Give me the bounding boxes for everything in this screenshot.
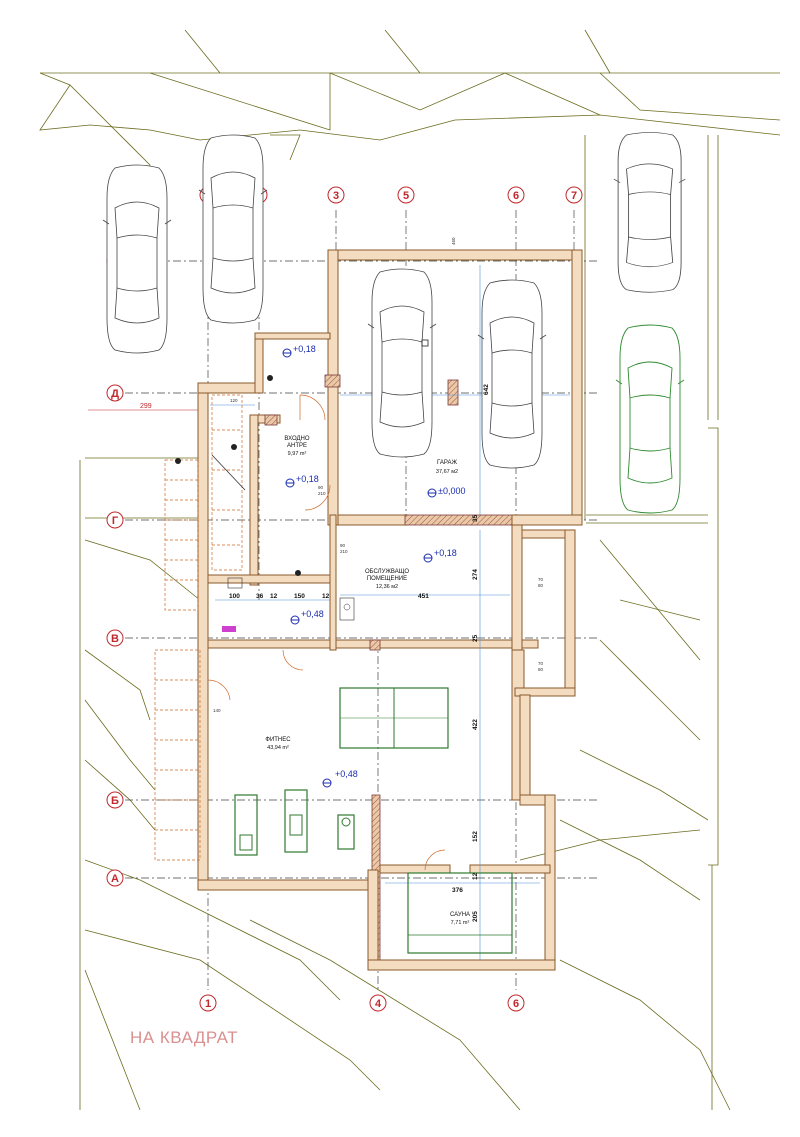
svg-text:7: 7 [571, 190, 577, 202]
axis-label-6-bottom: 6 [507, 994, 525, 1012]
svg-text:210: 210 [318, 491, 326, 496]
svg-text:3: 3 [333, 190, 339, 202]
svg-text:422: 422 [472, 719, 479, 730]
svg-text:152: 152 [472, 831, 479, 842]
axis-label-4-bottom: 4 [369, 994, 387, 1012]
room-label-fitness: ФИТНЕС 43,94 m² [265, 737, 291, 751]
svg-text:25: 25 [472, 634, 479, 642]
svg-text:274: 274 [472, 569, 479, 580]
svg-text:140: 140 [213, 708, 221, 713]
svg-text:376: 376 [452, 887, 463, 894]
axis-label-row-v: В [106, 629, 124, 647]
level-marker-fitness: +0,48 [322, 769, 358, 788]
car-green [615, 324, 685, 514]
axis-label-5-top: 5 [397, 186, 415, 204]
axis-label-row-g: Г [106, 511, 124, 529]
svg-text:5: 5 [403, 190, 409, 202]
svg-text:43,94 m²: 43,94 m² [267, 745, 289, 751]
svg-text:299: 299 [140, 403, 152, 410]
dimension-labels: 299 642 274 451 422 152 376 205 25 12 35… [140, 384, 490, 922]
small-dimension-labels: 90 210 90 210 70 80 70 80 140 460 120 [213, 237, 544, 713]
svg-text:ОБСЛУЖВАЩО: ОБСЛУЖВАЩО [365, 569, 409, 575]
svg-text:7,71 m²: 7,71 m² [451, 920, 470, 926]
svg-text:1: 1 [205, 998, 211, 1010]
car-outside-middle [198, 134, 268, 324]
svg-text:ПОМЕЩЕНИЕ: ПОМЕЩЕНИЕ [367, 576, 407, 582]
building-walls [197, 249, 583, 971]
svg-text:+0,18: +0,18 [293, 344, 316, 354]
level-marker-entry: +0,18 [285, 474, 319, 488]
car-garage-left [367, 268, 437, 458]
svg-text:90: 90 [340, 543, 346, 548]
svg-text:80: 80 [538, 667, 544, 672]
level-marker-entry-top: +0,18 [282, 344, 316, 358]
svg-text:4: 4 [375, 998, 382, 1010]
svg-text:12: 12 [270, 593, 278, 600]
svg-text:210: 210 [340, 549, 348, 554]
svg-text:Д: Д [111, 388, 119, 400]
svg-text:ГАРАЖ: ГАРАЖ [437, 460, 457, 466]
svg-text:±0,000: ±0,000 [438, 486, 465, 496]
svg-text:9,97 m²: 9,97 m² [288, 451, 307, 457]
axis-labels-bottom: 1 4 6 [199, 994, 525, 1012]
svg-text:+0,48: +0,48 [301, 609, 324, 619]
axis-label-3-top: 3 [327, 186, 345, 204]
level-marker-hall: +0,48 [290, 609, 324, 625]
svg-text:12: 12 [472, 872, 479, 880]
svg-text:37,67 м2: 37,67 м2 [436, 469, 458, 475]
room-label-sauna: САУНА 7,71 m² [450, 912, 470, 926]
svg-text:451: 451 [418, 593, 429, 600]
svg-text:+0,48: +0,48 [335, 769, 358, 779]
site-boundary [39, 29, 781, 1111]
room-label-service: ОБСЛУЖВАЩО ПОМЕЩЕНИЕ 12,36 м2 [365, 569, 409, 590]
svg-text:90: 90 [318, 485, 324, 490]
axis-label-row-a: А [106, 869, 124, 887]
level-marker-service: +0,18 [423, 548, 457, 563]
ping-pong-table [339, 687, 449, 749]
svg-text:6: 6 [513, 998, 519, 1010]
svg-text:АНТРЕ: АНТРЕ [287, 443, 307, 449]
svg-text:6: 6 [513, 190, 519, 202]
svg-text:Б: Б [111, 795, 119, 807]
stairs [154, 394, 246, 861]
room-label-garage: ГАРАЖ 37,67 м2 [436, 460, 458, 475]
svg-text:ВХОДНО: ВХОДНО [284, 436, 309, 442]
room-label-entrance: ВХОДНО АНТРЕ 9,97 m² [284, 436, 309, 457]
gym-equipment [234, 789, 355, 856]
sauna-benches [407, 872, 513, 954]
axis-label-1-bottom: 1 [199, 994, 217, 1012]
svg-text:35: 35 [472, 514, 479, 522]
svg-text:642: 642 [483, 384, 490, 395]
svg-text:А: А [111, 873, 119, 885]
svg-text:САУНА: САУНА [450, 912, 470, 918]
axis-label-6-top: 6 [507, 186, 525, 204]
svg-text:460: 460 [451, 237, 456, 245]
svg-text:80: 80 [538, 583, 544, 588]
svg-text:+0,18: +0,18 [434, 548, 457, 558]
fixtures [175, 339, 429, 632]
svg-text:150: 150 [294, 593, 305, 600]
svg-text:36: 36 [256, 593, 264, 600]
watermark: НА КВАДРАТ [130, 1028, 239, 1047]
svg-text:120: 120 [230, 398, 238, 403]
doors [207, 394, 446, 871]
car-garage-right [477, 279, 547, 469]
svg-text:12: 12 [322, 593, 330, 600]
svg-text:100: 100 [229, 593, 240, 600]
svg-text:В: В [111, 633, 119, 645]
axis-label-row-d: Д [106, 384, 124, 402]
car-outside-right [613, 131, 686, 293]
level-marker-garage: ±0,000 [427, 486, 465, 498]
svg-text:ФИТНЕС: ФИТНЕС [265, 737, 291, 743]
svg-text:Г: Г [112, 515, 119, 527]
axis-label-row-b: Б [106, 791, 124, 809]
car-outside-left [102, 164, 172, 354]
axis-label-7-top: 7 [565, 186, 583, 204]
svg-text:70: 70 [538, 661, 544, 666]
svg-text:70: 70 [538, 577, 544, 582]
svg-text:12,36 м2: 12,36 м2 [376, 584, 398, 590]
svg-text:205: 205 [472, 911, 479, 922]
svg-text:+0,18: +0,18 [296, 474, 319, 484]
